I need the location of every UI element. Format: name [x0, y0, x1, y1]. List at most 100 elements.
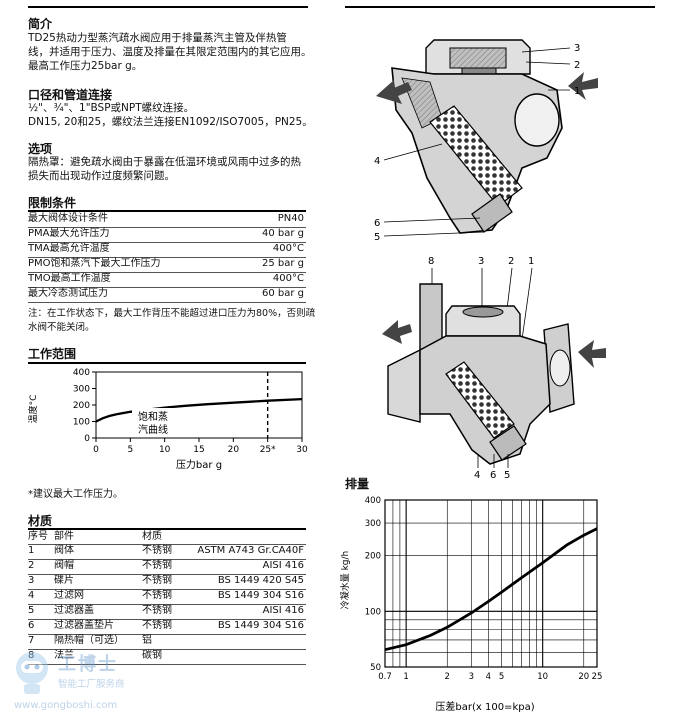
limits-row: TMA最高允许温度 400°C	[28, 242, 306, 256]
capacity-heading: 排量	[345, 477, 370, 491]
disc-shape	[462, 306, 504, 318]
x-axis-label: 压差bar(x 100=kpa)	[435, 700, 534, 713]
x-tick-label: 5	[499, 672, 504, 682]
y-tick-label: 50	[370, 663, 381, 673]
materials-heading: 材质	[28, 514, 53, 528]
limits-row-value: PN40	[277, 213, 304, 224]
x-tick-label: 10	[159, 445, 171, 455]
material-row-divider	[28, 649, 306, 650]
watermark: 工博士 智能工厂服务商 www.gongboshi.com	[10, 646, 150, 718]
limits-row-label: 最大阀体设计条件	[28, 213, 108, 224]
material-part: 过滤器盖垫片	[54, 620, 114, 631]
material-spec: BS 1449 304 S16	[217, 620, 304, 631]
top-rule	[28, 6, 308, 8]
callout-3: 3	[478, 256, 484, 267]
x-tick-label: 4	[486, 672, 491, 682]
callout-3: 3	[574, 43, 580, 54]
leader-line	[383, 217, 481, 223]
connection-heading: 口径和管道连接	[28, 88, 113, 102]
material-part: 过滤网	[54, 590, 84, 601]
flow-arrow-out-icon	[578, 340, 606, 368]
material-no: 4	[28, 590, 35, 601]
material-part: 隔热帽（可选）	[54, 635, 124, 646]
material-name: 不锈钢	[142, 620, 172, 631]
material-no: 2	[28, 560, 35, 571]
callout-1: 1	[574, 86, 580, 97]
y-tick-label: 400	[73, 368, 90, 378]
limits-note-2: 水阀不能关闭。	[28, 322, 95, 333]
limits-row-label: TMA最高允许温度	[28, 243, 110, 254]
material-name: 不锈钢	[142, 590, 172, 601]
callout-5: 5	[504, 470, 510, 481]
material-row-divider	[28, 589, 306, 590]
limits-row-label: 最大冷态测试压力	[28, 288, 108, 299]
trap-diagram-bottom: 8 3 2 1 4 6 5	[382, 256, 606, 481]
limits-row-value: 25 bar g	[261, 258, 304, 269]
x-tick-label: 10	[537, 672, 548, 682]
materials-header-row: 序号部件材质	[28, 530, 306, 544]
x-tick-label: 25*	[260, 445, 276, 455]
material-no: 8	[28, 649, 34, 663]
options-line-1: 隔热罩：避免疏水阀由于暴露在低温环境或风雨中过多的热	[28, 156, 301, 168]
material-name: 不锈钢	[142, 605, 172, 616]
x-tick-label: 15	[193, 445, 204, 455]
leader-line	[383, 143, 443, 161]
watermark-sub: 智能工厂服务商	[58, 679, 125, 690]
material-name: 不锈钢	[142, 560, 172, 571]
y-tick-label: 300	[73, 385, 90, 395]
materials-header-divider	[28, 544, 306, 545]
limits-rule	[28, 210, 306, 212]
y-tick-label: 400	[365, 496, 381, 506]
material-name: 不锈钢	[142, 575, 172, 586]
options-line-2: 损失而出现动作过度频繁问题。	[28, 170, 175, 182]
material-row: 6 过滤器盖垫片 不锈钢 BS 1449 304 S16	[28, 619, 306, 633]
material-row-divider	[28, 559, 306, 560]
outlet-port	[514, 93, 560, 147]
limits-row-divider	[28, 272, 306, 273]
material-part: 法兰	[54, 650, 74, 661]
robot-logo-icon	[16, 652, 48, 694]
material-no: 7	[28, 635, 35, 646]
strainer-screen-shape	[445, 361, 515, 439]
intro-line-2: 线，并适用于压力、温度及排量在其限定范围内的其它应用。	[28, 46, 312, 58]
y-axis-label: 温度°C	[27, 395, 39, 424]
capacity-curve	[384, 527, 598, 652]
y-tick-label: 300	[365, 519, 381, 529]
watermark-brand: 工博士	[58, 654, 118, 675]
x-axis-label: 压力bar g	[176, 458, 222, 471]
material-no: 1	[28, 545, 35, 556]
header-material: 材质	[142, 531, 162, 542]
material-part: 阀体	[54, 545, 74, 556]
limits-bottom-rule	[28, 302, 306, 303]
operating-range-footnote: *建议最大工作压力。	[28, 489, 123, 500]
trap-diagram-top: 3 2 1 4 6 5	[374, 39, 598, 243]
y-axis-label: 冷凝水量 kg/h	[339, 551, 351, 610]
intro-heading: 简介	[28, 17, 53, 31]
limits-row-value: 400°C	[272, 243, 304, 254]
limits-row-divider	[28, 242, 306, 243]
callout-6: 6	[490, 470, 496, 481]
options-heading: 选项	[28, 142, 53, 156]
limits-row: 最大阀体设计条件 PN40	[28, 212, 306, 226]
flow-arrow-in-icon	[382, 320, 412, 344]
material-row-divider	[28, 619, 306, 620]
curve-label-line-1: 饱和蒸	[138, 411, 168, 423]
material-no: 6	[28, 620, 35, 631]
connection-line-2: DN15, 20和25，螺纹法兰连接EN1092/ISO7005，PN25。	[28, 116, 313, 128]
material-name: 不锈钢	[142, 545, 172, 556]
limits-heading: 限制条件	[28, 196, 77, 210]
material-no: 3	[28, 575, 35, 586]
x-tick-label: 30	[296, 445, 308, 455]
material-spec: AISI 416	[262, 560, 304, 571]
leader-line	[521, 47, 571, 53]
